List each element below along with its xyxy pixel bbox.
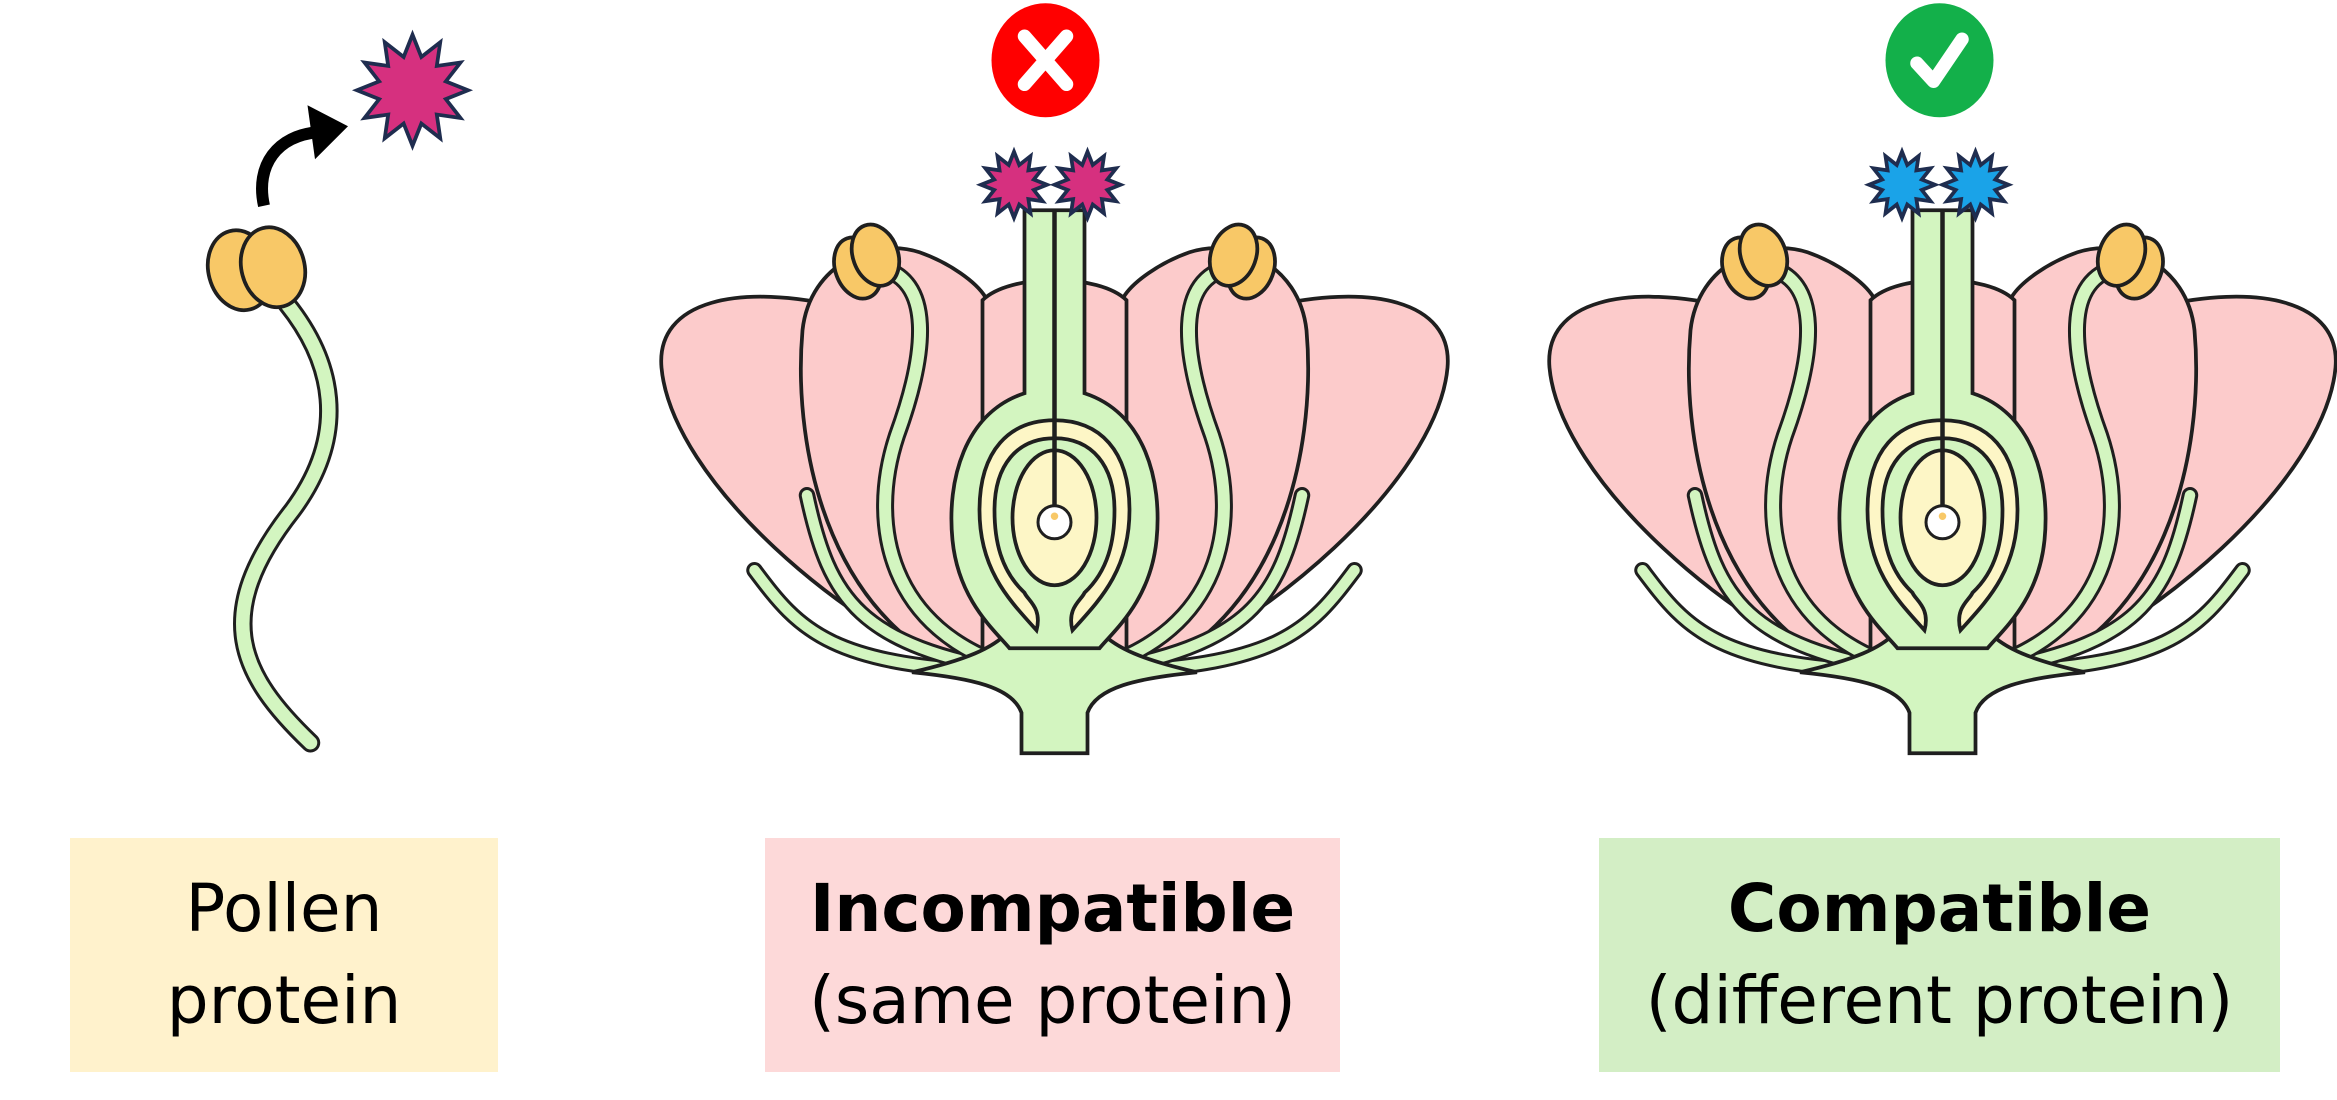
inner-petal — [1985, 246, 2198, 685]
anther-lobe — [2095, 222, 2148, 288]
pollen-lobe — [238, 225, 308, 310]
nucleus — [1050, 512, 1059, 520]
inner-petal — [1097, 246, 1310, 685]
flower-compatible — [1547, 146, 2337, 756]
arrow-head-icon — [307, 105, 348, 160]
compatible-label: Compatible (different protein) — [1599, 838, 2280, 1072]
egg-cell — [1036, 504, 1073, 541]
x-glyph — [1017, 29, 1074, 92]
flower-incompatible — [659, 146, 1450, 756]
incompatible-label: Incompatible (same protein) — [765, 838, 1340, 1072]
filament — [1978, 261, 2126, 674]
anther — [832, 222, 902, 301]
filament — [871, 261, 1019, 674]
inner-petal — [1687, 246, 1900, 685]
protein-star-icon — [1937, 146, 2014, 223]
ovule-wall — [977, 418, 1132, 635]
pollen-grain — [205, 29, 474, 753]
check-circle — [1885, 3, 1994, 118]
label-title: Pollen — [185, 870, 383, 947]
release-arrow — [256, 126, 319, 208]
ovule-wall — [1865, 418, 2020, 635]
anther — [1720, 222, 1790, 301]
anther-lobe — [849, 222, 902, 288]
label-subtitle: (same protein) — [809, 962, 1296, 1039]
egg-cell — [1924, 504, 1961, 541]
inner-petal — [799, 246, 1012, 685]
label-subtitle: (different protein) — [1645, 962, 2234, 1039]
pollen-tube — [236, 286, 336, 750]
pollen-protein-label: Pollen protein — [70, 838, 498, 1072]
filament — [1090, 261, 1238, 674]
check-glyph — [1910, 32, 1969, 89]
anther — [2095, 222, 2165, 301]
label-subtitle: protein — [166, 962, 402, 1039]
protein-star-icon — [351, 29, 474, 151]
check-mark-icon — [1885, 3, 1994, 118]
protein-star-icon — [975, 146, 1053, 223]
protein-star-icon — [1049, 146, 1126, 223]
filament — [1759, 261, 1907, 674]
anther-lobe — [1737, 222, 1790, 288]
label-title: Incompatible — [809, 870, 1296, 947]
anther-lobe — [1207, 222, 1260, 288]
x-mark-icon — [991, 3, 1100, 118]
label-title: Compatible — [1727, 870, 2152, 947]
anther — [1207, 222, 1277, 301]
protein-star-icon — [1863, 146, 1941, 223]
nucleus — [1938, 512, 1947, 520]
